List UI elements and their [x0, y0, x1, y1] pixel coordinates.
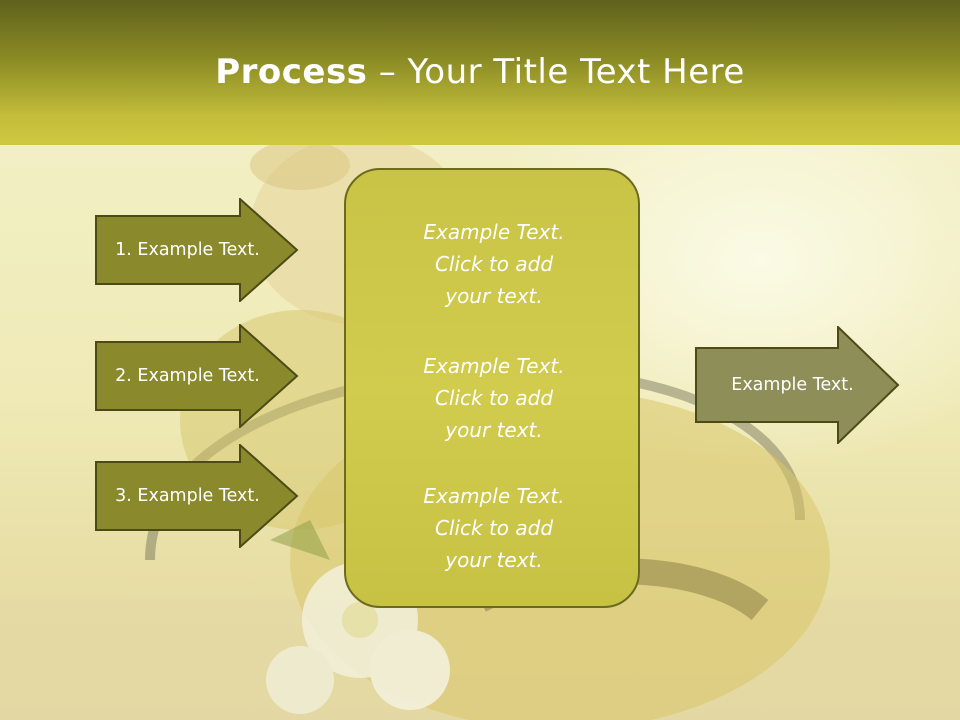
block-line: Example Text.: [423, 220, 565, 244]
block-line: Click to add: [434, 252, 554, 276]
arrow-shape: [95, 324, 299, 428]
title-rest: – Your Title Text Here: [367, 52, 745, 92]
arrow-label: 1. Example Text.: [115, 240, 260, 260]
block-line: your text.: [445, 418, 543, 442]
block-line: Click to add: [434, 516, 554, 540]
process-arrow-1[interactable]: 1. Example Text.: [95, 198, 299, 302]
block-line: Click to add: [434, 386, 554, 410]
process-arrow-2[interactable]: 2. Example Text.: [95, 324, 299, 428]
title-bold: Process: [215, 52, 368, 92]
output-arrow[interactable]: Example Text.: [695, 326, 900, 444]
header-band: Process – Your Title Text Here: [0, 0, 960, 145]
slide-title[interactable]: Process – Your Title Text Here: [0, 52, 960, 92]
center-text-block-3: Example Text. Click to add your text.: [346, 480, 642, 576]
arrow-label: 2. Example Text.: [115, 366, 260, 386]
center-text-block-1: Example Text. Click to add your text.: [346, 216, 642, 312]
arrow-shape: [95, 198, 299, 302]
center-text-box[interactable]: Example Text. Click to add your text. Ex…: [344, 168, 640, 608]
center-text-block-2: Example Text. Click to add your text.: [346, 350, 642, 446]
block-line: your text.: [445, 548, 543, 572]
block-line: Example Text.: [423, 484, 565, 508]
arrow-shape: [695, 326, 900, 444]
arrow-shape: [95, 444, 299, 548]
process-arrow-3[interactable]: 3. Example Text.: [95, 444, 299, 548]
block-line: your text.: [445, 284, 543, 308]
output-arrow-label: Example Text.: [731, 375, 854, 395]
arrow-label: 3. Example Text.: [115, 486, 260, 506]
block-line: Example Text.: [423, 354, 565, 378]
